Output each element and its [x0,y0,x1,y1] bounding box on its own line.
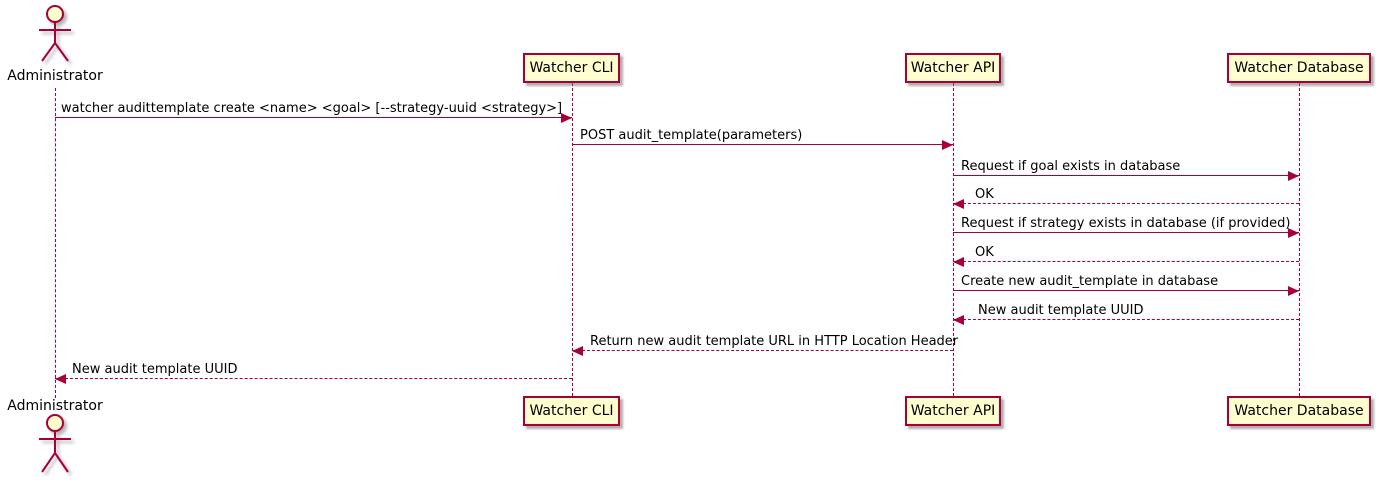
message-label: Return new audit template URL in HTTP Lo… [590,334,959,349]
message-arrowhead-icon [953,199,964,209]
message-arrowhead-icon [55,374,66,384]
message-line [55,378,572,379]
message-arrowhead-icon [953,257,964,267]
message-label: Create new audit_template in database [961,274,1219,289]
participant-watcher-database-top: Watcher Database [1227,53,1371,83]
message-arrowhead-icon [1288,171,1299,181]
message-line [572,144,953,145]
message-label: OK [975,187,994,202]
participant-watcher-api-top: Watcher API [905,53,1001,83]
message-label: watcher audittemplate create <name> <goa… [61,101,563,116]
administrator-label-bottom: Administrator [7,398,103,414]
participant-watcher-cli-top: Watcher CLI [523,53,620,83]
message-line [953,232,1299,233]
message-line [953,261,1299,262]
administrator-actor-icon-bottom [39,414,71,473]
message-arrowhead-icon [561,113,572,123]
lifeline-watcher-cli [572,83,573,396]
message-label: POST audit_template(parameters) [580,128,803,143]
lifeline-administrator [55,88,56,398]
message-line [953,290,1299,291]
message-line [953,175,1299,176]
participant-watcher-cli-bottom: Watcher CLI [523,396,620,426]
message-line [55,117,572,118]
administrator-actor-icon [39,5,71,62]
message-arrowhead-icon [953,315,964,325]
lifeline-watcher-database [1299,83,1300,396]
participant-watcher-database-bottom: Watcher Database [1227,396,1371,426]
lifeline-watcher-api [953,83,954,396]
message-line [953,319,1299,320]
message-label: New audit template UUID [978,303,1144,318]
message-arrowhead-icon [572,346,583,356]
message-arrowhead-icon [1288,286,1299,296]
message-arrowhead-icon [942,140,953,150]
message-arrowhead-icon [1288,228,1299,238]
message-label: New audit template UUID [72,362,238,377]
message-line [572,350,953,351]
message-label: OK [975,245,994,260]
message-label: Request if goal exists in database [961,159,1181,174]
message-label: Request if strategy exists in database (… [961,216,1291,231]
administrator-label-top: Administrator [7,68,103,84]
participant-watcher-api-bottom: Watcher API [905,396,1001,426]
message-line [953,203,1299,204]
